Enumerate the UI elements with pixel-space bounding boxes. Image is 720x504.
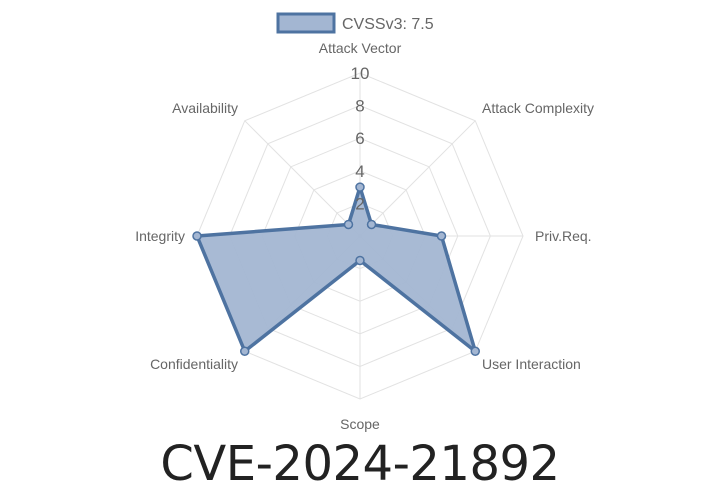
tick-label-6: 6 — [355, 129, 364, 148]
axis-label-availability: Availability — [172, 100, 238, 116]
tick-label-2: 2 — [355, 194, 364, 213]
data-point-3[interactable] — [470, 346, 481, 357]
spoke-7 — [244, 120, 361, 237]
data-point-4[interactable] — [355, 255, 365, 266]
data-point-7[interactable] — [343, 219, 354, 230]
axis-label-user-interaction: User Interaction — [482, 356, 581, 372]
data-point-1[interactable] — [366, 219, 377, 230]
axis-label-integrity: Integrity — [135, 228, 185, 244]
legend-swatch — [276, 12, 336, 34]
tick-label-8: 8 — [355, 97, 364, 116]
axis-label-confidentiality: Confidentiality — [150, 356, 238, 372]
tick-label-10: 10 — [351, 64, 370, 83]
legend-label: CVSSv3: 7.5 — [342, 16, 434, 33]
axis-label-attack-vector: Attack Vector — [319, 40, 402, 56]
page-title: CVE-2024-21892 — [160, 436, 560, 492]
radar-tick-labels: 2 4 6 8 10 — [351, 64, 370, 213]
axis-label-priv-req-: Priv.Req. — [535, 228, 592, 244]
data-point-0[interactable] — [355, 182, 365, 192]
radar-series-layer — [192, 182, 481, 357]
data-point-2[interactable] — [436, 231, 447, 241]
chart-legend: CVSSv3: 7.5 — [276, 12, 434, 34]
data-point-5[interactable] — [239, 346, 250, 357]
axis-label-attack-complexity: Attack Complexity — [482, 100, 594, 116]
tick-label-4: 4 — [355, 162, 364, 181]
data-point-6[interactable] — [192, 231, 202, 241]
spoke-1 — [359, 120, 476, 237]
axis-label-scope: Scope — [340, 416, 380, 432]
